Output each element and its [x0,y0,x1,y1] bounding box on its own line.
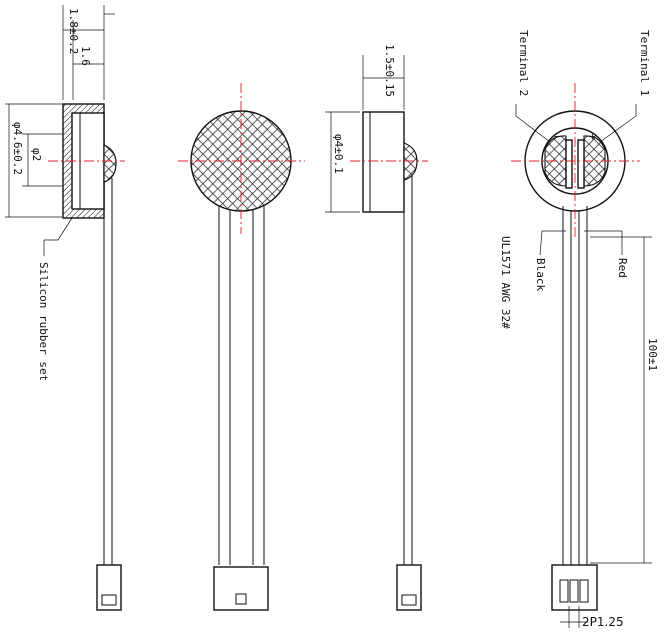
label-terminal-2: Terminal 2 [517,30,530,96]
terminal-minus: − [554,130,561,143]
connector-side-1 [96,564,122,611]
terminal-plus: + [589,130,596,143]
view-side-section: 1.8±0.2 1.6 φ4.6±0.2 φ2 Silicon rubber s… [5,5,125,611]
dim-side-diameter: φ4.6±0.2 [11,122,24,175]
connector-front [213,566,269,611]
dim-side-height: 1.8±0.2 [67,8,80,54]
view-back-terminals: − + Terminal 2 Terminal 1 Black UL1571 A… [499,30,659,629]
dim-mic-diameter: φ4±0.1 [332,134,345,174]
label-terminal-1: Terminal 1 [638,30,651,96]
view-mic-side: 1.5±0.15 φ4±0.1 [325,44,428,611]
terminal-pad-right [583,135,606,187]
dim-mic-height: 1.5±0.15 [383,44,396,97]
connector-side-2 [396,564,422,611]
dim-side-inner: 1.6 [79,46,92,66]
label-red-wire: Red [616,258,629,278]
solder-blob [103,144,117,183]
label-wire-spec: UL1571 AWG 32# [499,236,512,329]
label-black-wire: Black [534,258,547,291]
view-front [178,83,305,611]
connector-back [551,564,598,611]
dim-connector-pitch: 2P1.25 [582,615,624,629]
dim-lead-length: 100±1 [646,338,659,371]
dim-side-inner-diameter: φ2 [30,148,43,161]
solder-blob-2 [403,142,418,181]
label-silicon-rubber: Silicon rubber set [37,262,50,381]
mic-side-body [362,111,405,213]
